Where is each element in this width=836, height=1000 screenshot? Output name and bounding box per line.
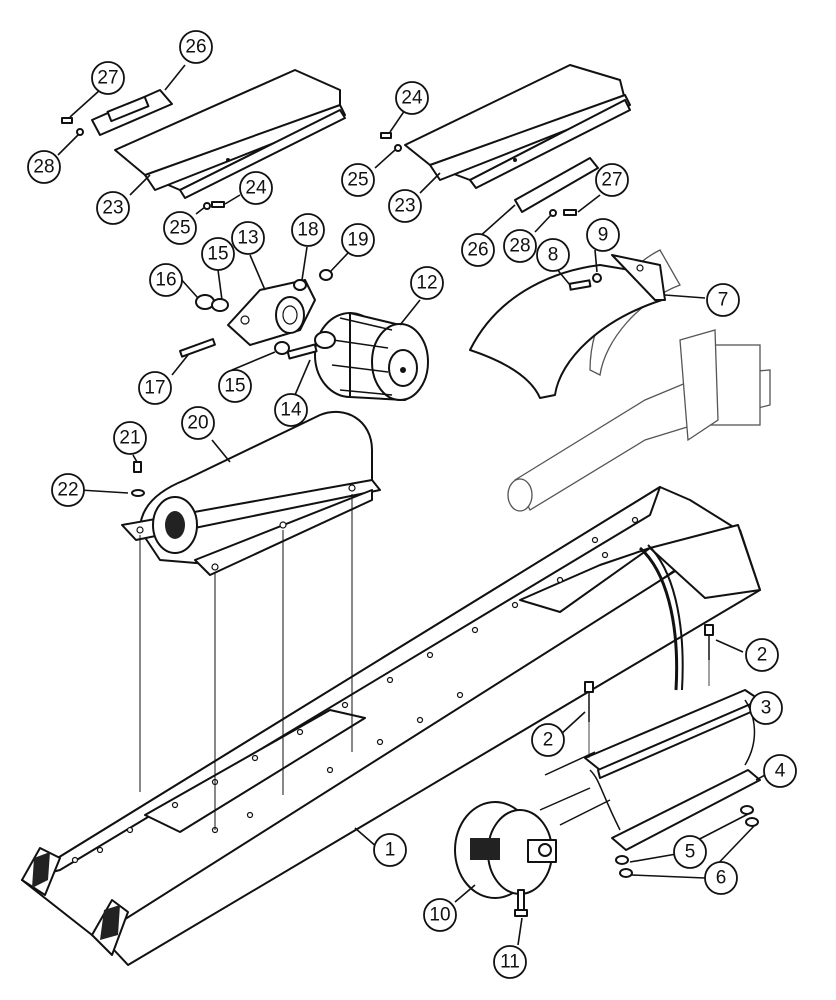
bottom-roller	[454, 801, 557, 917]
callout-1: 1	[373, 833, 407, 867]
left-guard	[61, 69, 346, 210]
callout-26b: 26	[461, 233, 495, 267]
callout-13: 13	[231, 221, 265, 255]
svg-text:1: 1	[385, 840, 396, 861]
track-guide-assembly	[539, 624, 761, 878]
svg-text:4: 4	[775, 761, 786, 782]
callout-7: 7	[706, 283, 740, 317]
callout-2b: 2	[531, 723, 565, 757]
svg-text:26: 26	[467, 240, 488, 261]
callout-21: 21	[113, 421, 147, 455]
callout-5: 5	[673, 835, 707, 869]
svg-text:5: 5	[685, 842, 696, 863]
callout-14: 14	[274, 393, 308, 427]
callout-15b: 15	[218, 369, 252, 403]
svg-text:20: 20	[187, 413, 208, 434]
callout-15a: 15	[201, 237, 235, 271]
svg-text:16: 16	[155, 270, 176, 291]
right-guard	[380, 64, 631, 217]
callout-12: 12	[410, 266, 444, 300]
svg-text:3: 3	[761, 698, 772, 719]
svg-text:11: 11	[500, 952, 520, 973]
callout-19: 19	[341, 223, 375, 257]
callout-11: 11	[493, 945, 527, 979]
svg-text:26: 26	[185, 37, 206, 58]
callout-8: 8	[536, 238, 570, 272]
callout-20: 20	[181, 406, 215, 440]
svg-text:23: 23	[102, 198, 123, 219]
callout-26a: 26	[179, 30, 213, 64]
svg-text:2: 2	[757, 645, 768, 666]
callout-10: 10	[423, 898, 457, 932]
svg-text:2: 2	[543, 730, 554, 751]
callout-24a: 24	[239, 171, 273, 205]
svg-text:15: 15	[207, 244, 228, 265]
svg-text:19: 19	[347, 230, 368, 251]
svg-text:25: 25	[347, 170, 368, 191]
svg-text:12: 12	[416, 273, 437, 294]
callout-6: 6	[704, 861, 738, 895]
callout-9: 9	[586, 218, 620, 252]
svg-text:24: 24	[401, 88, 423, 109]
callouts: 1 2 2 3 4 5 6 7 8 9 10 11 12 13 14 15 15…	[27, 30, 797, 979]
svg-text:24: 24	[245, 178, 267, 199]
svg-text:6: 6	[716, 868, 727, 889]
callout-18: 18	[291, 213, 325, 247]
svg-text:18: 18	[297, 220, 318, 241]
callout-24b: 24	[395, 81, 429, 115]
callout-23b: 23	[388, 189, 422, 223]
callout-22: 22	[51, 473, 85, 507]
svg-text:8: 8	[548, 245, 559, 266]
callout-23a: 23	[96, 191, 130, 225]
callout-25b: 25	[341, 163, 375, 197]
svg-text:14: 14	[280, 400, 302, 421]
svg-text:27: 27	[601, 170, 622, 191]
callout-25a: 25	[163, 211, 197, 245]
svg-text:13: 13	[237, 228, 258, 249]
callout-4: 4	[763, 754, 797, 788]
callout-28b: 28	[503, 229, 537, 263]
roller-cover	[121, 410, 381, 830]
svg-text:9: 9	[598, 225, 609, 246]
callout-17: 17	[138, 371, 172, 405]
svg-text:10: 10	[429, 905, 450, 926]
svg-text:23: 23	[394, 196, 415, 217]
svg-text:7: 7	[718, 290, 729, 311]
svg-text:17: 17	[144, 378, 165, 399]
callout-16: 16	[149, 263, 183, 297]
track-frame	[21, 486, 761, 966]
svg-text:21: 21	[119, 428, 140, 449]
callout-3: 3	[749, 691, 783, 725]
svg-text:22: 22	[57, 480, 78, 501]
svg-text:28: 28	[33, 157, 54, 178]
roller-bracket	[178, 269, 333, 360]
callout-2a: 2	[745, 638, 779, 672]
callout-27a: 27	[91, 61, 125, 95]
callout-28a: 28	[27, 150, 61, 184]
svg-text:15: 15	[224, 376, 245, 397]
carrier-roller	[314, 312, 429, 401]
cylinder-guard	[469, 249, 771, 512]
svg-text:27: 27	[97, 68, 118, 89]
callout-27b: 27	[595, 163, 629, 197]
svg-text:28: 28	[509, 236, 530, 257]
svg-text:25: 25	[169, 218, 190, 239]
